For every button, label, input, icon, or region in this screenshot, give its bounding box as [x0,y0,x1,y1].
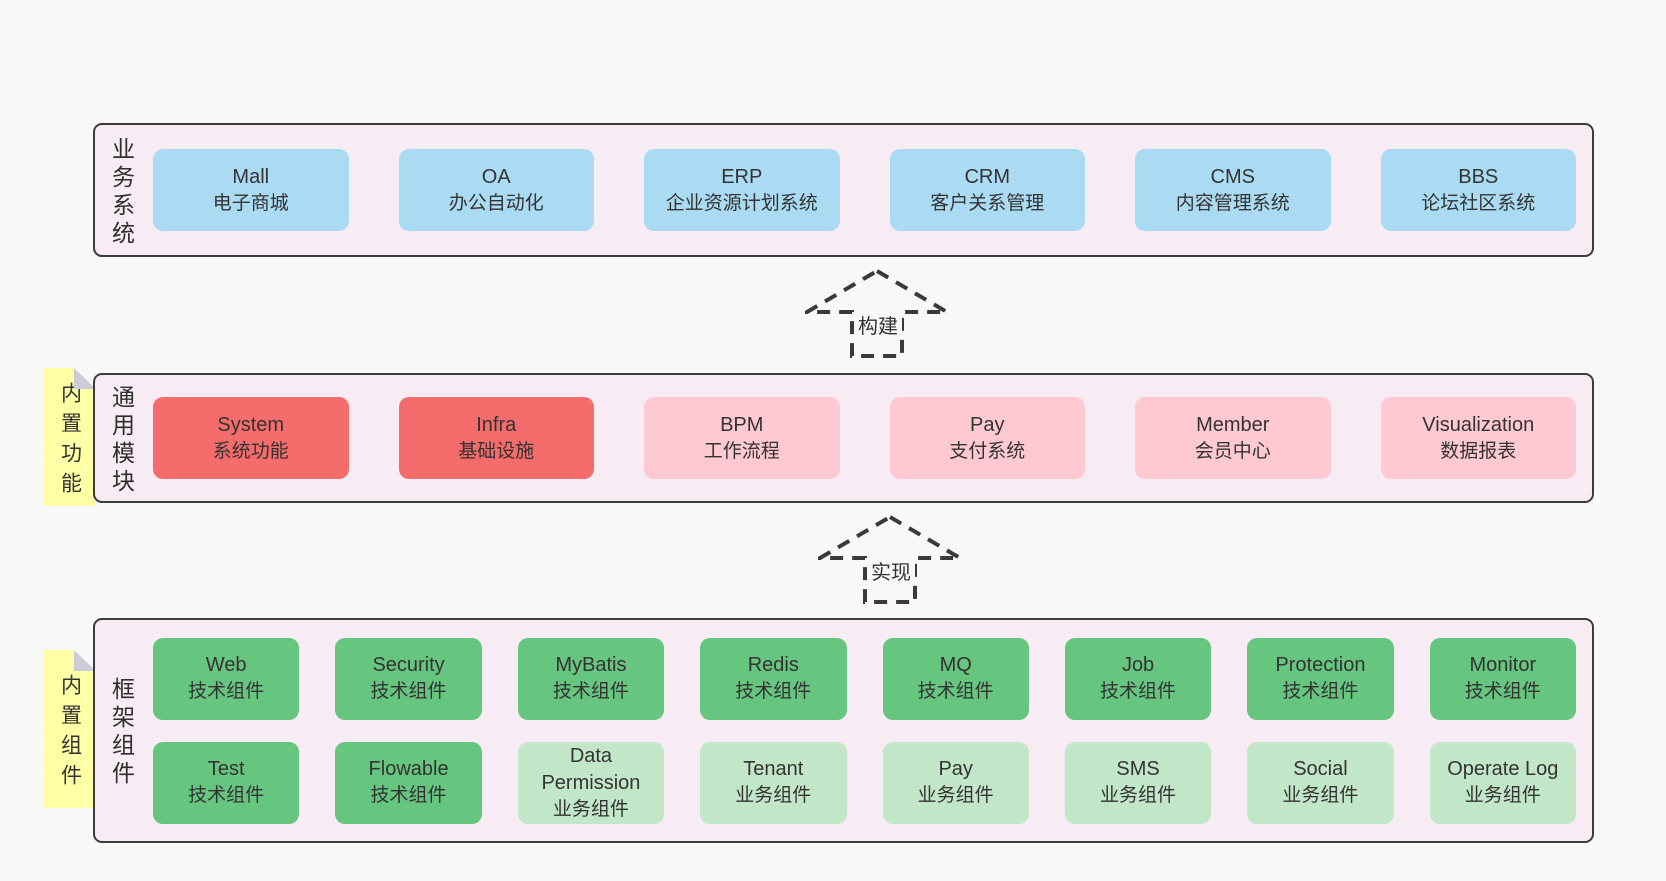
box-title: Pay [938,758,973,781]
box-subtitle: 技术组件 [735,681,812,703]
box-pay-component: Pay 业务组件 [882,741,1029,824]
arrow-build-label: 构建 [854,310,902,339]
box-title: Test [207,758,245,781]
box-crm: CRM 客户关系管理 [889,149,1085,231]
box-subtitle: 业务组件 [735,785,812,807]
box-subtitle: 业务组件 [1100,785,1177,807]
box-flowable: Flowable 技术组件 [335,741,482,824]
box-title: CRM [964,165,1011,188]
box-subtitle: 技术组件 [1100,681,1177,703]
box-visualization: Visualization 数据报表 [1380,397,1576,479]
box-title: Member [1196,413,1270,436]
box-title: Flowable [368,758,449,781]
box-title: Mall [232,165,270,188]
box-title: Tenant [743,758,804,781]
arrow-implement-label: 实现 [867,556,915,585]
box-tenant: Tenant 业务组件 [700,741,847,824]
box-subtitle: 办公自动化 [448,192,544,214]
layer-title-components: 框架组件 [108,677,135,789]
box-protection: Protection 技术组件 [1247,637,1394,720]
box-title: CMS [1210,165,1255,188]
box-test: Test 技术组件 [153,741,300,824]
box-erp: ERP 企业资源计划系统 [644,149,840,231]
box-title: Job [1121,654,1155,677]
box-job: Job 技术组件 [1064,637,1212,720]
box-title: MyBatis [555,654,627,677]
box-infra: Infra 基础设施 [398,397,594,479]
box-title: Redis [747,654,799,677]
box-title: Web [205,654,247,677]
box-subtitle: 会员中心 [1194,440,1271,462]
box-subtitle: 业务组件 [552,798,629,820]
box-subtitle: 技术组件 [1282,681,1359,703]
box-title: BPM [720,413,764,436]
box-social: Social 业务组件 [1247,741,1394,824]
box-title: Data Permission [541,744,641,794]
arrow-up-implement [818,514,964,604]
box-subtitle: 业务组件 [1464,785,1541,807]
box-operate-log: Operate Log 业务组件 [1429,741,1576,824]
box-monitor: Monitor 技术组件 [1429,637,1576,720]
box-system: System 系统功能 [153,397,349,479]
box-pay: Pay 支付系统 [889,397,1085,479]
box-subtitle: 论坛社区系统 [1421,192,1536,214]
sticky-note-label: 内置组件 [58,673,82,794]
box-web: Web 技术组件 [153,637,300,720]
box-oa: OA 办公自动化 [398,149,594,231]
box-subtitle: 业务组件 [1282,785,1359,807]
box-subtitle: 技术组件 [188,785,265,807]
box-subtitle: 业务组件 [917,785,994,807]
box-title: Visualization [1422,413,1535,436]
box-subtitle: 技术组件 [370,785,447,807]
box-subtitle: 电子商城 [212,192,289,214]
box-cms: CMS 内容管理系统 [1135,149,1331,231]
sticky-note-builtin-features: 内置功能 [44,368,96,506]
box-mq: MQ 技术组件 [882,637,1029,720]
box-subtitle: 客户关系管理 [930,192,1045,214]
box-title: Infra [476,413,517,436]
sticky-note-builtin-components: 内置组件 [44,650,96,808]
box-member: Member 会员中心 [1135,397,1331,479]
box-title: Monitor [1469,654,1537,677]
box-subtitle: 系统功能 [212,440,289,462]
box-subtitle: 内容管理系统 [1175,192,1290,214]
box-title: Pay [970,413,1005,436]
box-title: System [217,413,285,436]
box-sms: SMS 业务组件 [1064,741,1212,824]
arrow-up-build [805,268,951,358]
box-title: Security [372,654,445,677]
box-subtitle: 技术组件 [917,681,994,703]
box-subtitle: 工作流程 [703,440,780,462]
framework-components-layer: 框架组件 Web 技术组件 Security 技术组件 MyBatis 技术组件… [93,618,1594,843]
box-subtitle: 技术组件 [1464,681,1541,703]
box-redis: Redis 技术组件 [700,637,847,720]
layer-title-modules: 通用模块 [108,384,135,497]
box-subtitle: 数据报表 [1440,440,1517,462]
layer-title-business: 业务系统 [108,136,135,249]
business-systems-layer: 业务系统 Mall 电子商城 OA 办公自动化 ERP 企业资源计划系统 CRM [93,123,1594,257]
box-subtitle: 技术组件 [188,681,265,703]
box-security: Security 技术组件 [335,637,482,720]
box-subtitle: 基础设施 [458,440,535,462]
box-subtitle: 技术组件 [370,681,447,703]
box-mybatis: MyBatis 技术组件 [517,637,665,720]
box-title: SMS [1116,758,1160,781]
box-title: Social [1293,758,1348,781]
box-title: MQ [939,654,972,677]
box-subtitle: 支付系统 [949,440,1026,462]
box-title: Protection [1275,654,1366,677]
box-subtitle: 企业资源计划系统 [665,192,818,214]
common-modules-layer: 通用模块 System 系统功能 Infra 基础设施 BPM 工作流程 Pay [93,373,1594,503]
box-title: ERP [721,165,763,188]
box-data-permission: Data Permission 业务组件 [517,741,665,824]
box-subtitle: 技术组件 [552,681,629,703]
sticky-note-label: 内置功能 [58,381,82,502]
box-title: Operate Log [1447,758,1559,781]
box-bbs: BBS 论坛社区系统 [1380,149,1576,231]
box-title: BBS [1458,165,1499,188]
box-bpm: BPM 工作流程 [644,397,840,479]
box-title: OA [481,165,511,188]
box-mall: Mall 电子商城 [153,149,349,231]
